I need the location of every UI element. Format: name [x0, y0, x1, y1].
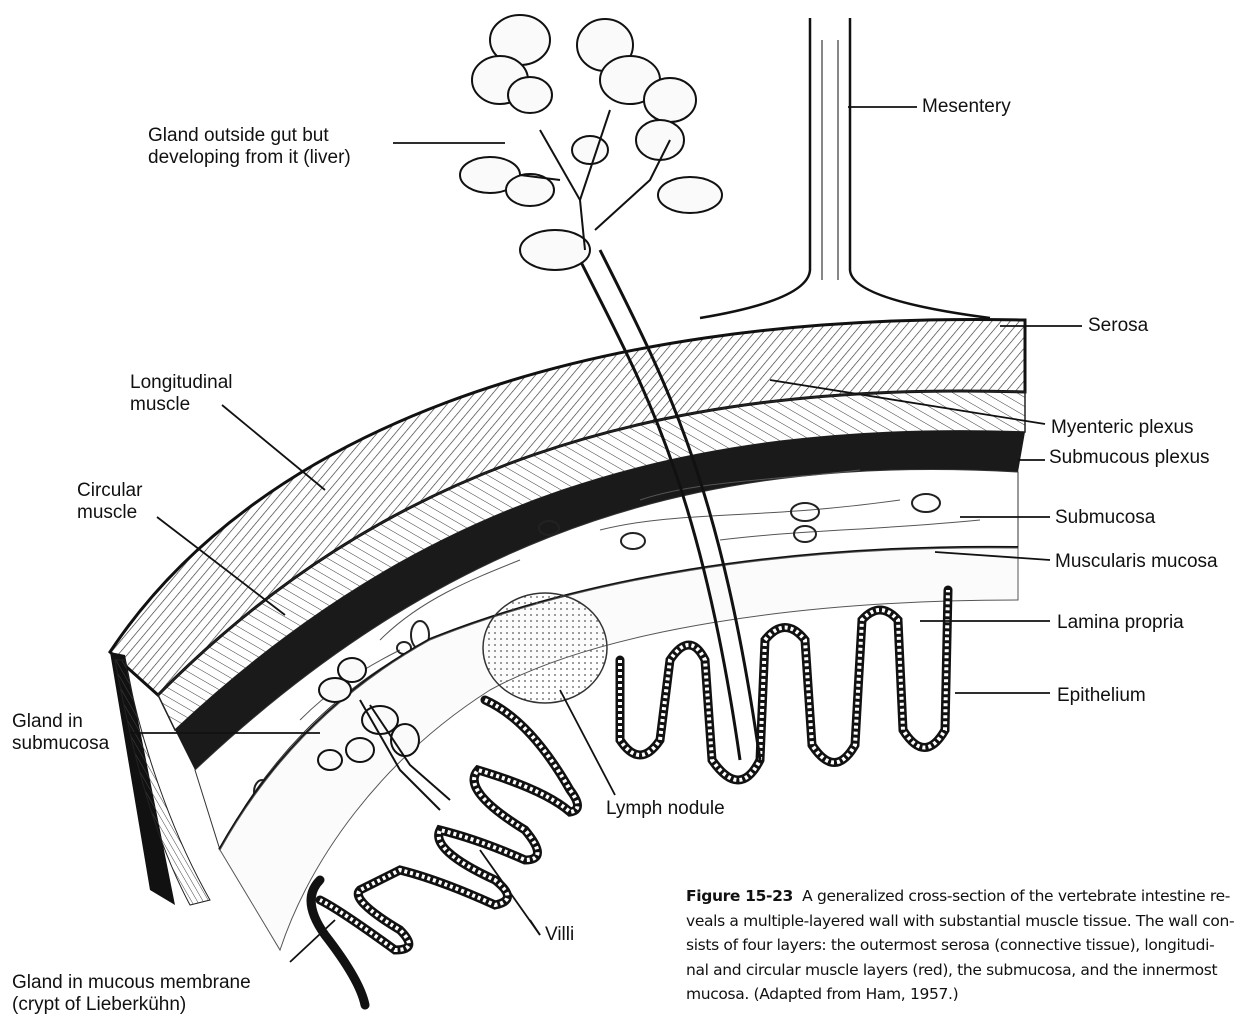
label-serosa: Serosa — [1088, 315, 1148, 337]
figure-caption: Figure 15-23 A generalized cross-section… — [686, 884, 1253, 1019]
label-gland-outside-line1: Gland outside gut but — [148, 125, 351, 147]
caption-line-5: mucosa. (Adapted from Ham, 1957.) — [686, 982, 1253, 1007]
label-mesentery: Mesentery — [922, 96, 1011, 118]
caption-line-1-text: A generalized cross-section of the verte… — [802, 887, 1230, 905]
caption-line-3: sists of four layers: the outermost sero… — [686, 933, 1253, 958]
label-gland-in-submucosa: Gland in submucosa — [12, 711, 109, 755]
label-crypt: Gland in mucous membrane (crypt of Liebe… — [12, 972, 251, 1016]
label-circular-line2: muscle — [77, 502, 142, 524]
figure-number: Figure 15-23 — [686, 887, 793, 905]
caption-line-2: veals a multiple-layered wall with subst… — [686, 909, 1253, 934]
label-gland-outside-gut: Gland outside gut but developing from it… — [148, 125, 351, 169]
label-villi: Villi — [545, 924, 574, 946]
label-epithelium: Epithelium — [1057, 685, 1146, 707]
label-gland-outside-line2: developing from it (liver) — [148, 147, 351, 169]
label-crypt-line1: Gland in mucous membrane — [12, 972, 251, 994]
lymph-nodule — [483, 593, 607, 703]
label-gland-sub-line2: submucosa — [12, 733, 109, 755]
label-submucosa: Submucosa — [1055, 507, 1155, 529]
label-myenteric-plexus: Myenteric plexus — [1051, 417, 1194, 439]
label-longitudinal-line1: Longitudinal — [130, 372, 232, 394]
label-crypt-line2: (crypt of Lieberkühn) — [12, 994, 251, 1016]
label-muscularis-mucosa: Muscularis mucosa — [1055, 551, 1218, 573]
mesentery — [700, 18, 990, 318]
label-lymph-nodule: Lymph nodule — [606, 798, 725, 820]
caption-line-4: nal and circular muscle layers (red), th… — [686, 958, 1253, 983]
caption-line-1: Figure 15-23 A generalized cross-section… — [686, 884, 1253, 909]
label-gland-sub-line1: Gland in — [12, 711, 109, 733]
label-circular-line1: Circular — [77, 480, 142, 502]
label-lamina-propria: Lamina propria — [1057, 612, 1184, 634]
label-circular-muscle: Circular muscle — [77, 480, 142, 524]
label-longitudinal-line2: muscle — [130, 394, 232, 416]
label-submucous-plexus: Submucous plexus — [1049, 447, 1210, 469]
label-longitudinal-muscle: Longitudinal muscle — [130, 372, 232, 416]
